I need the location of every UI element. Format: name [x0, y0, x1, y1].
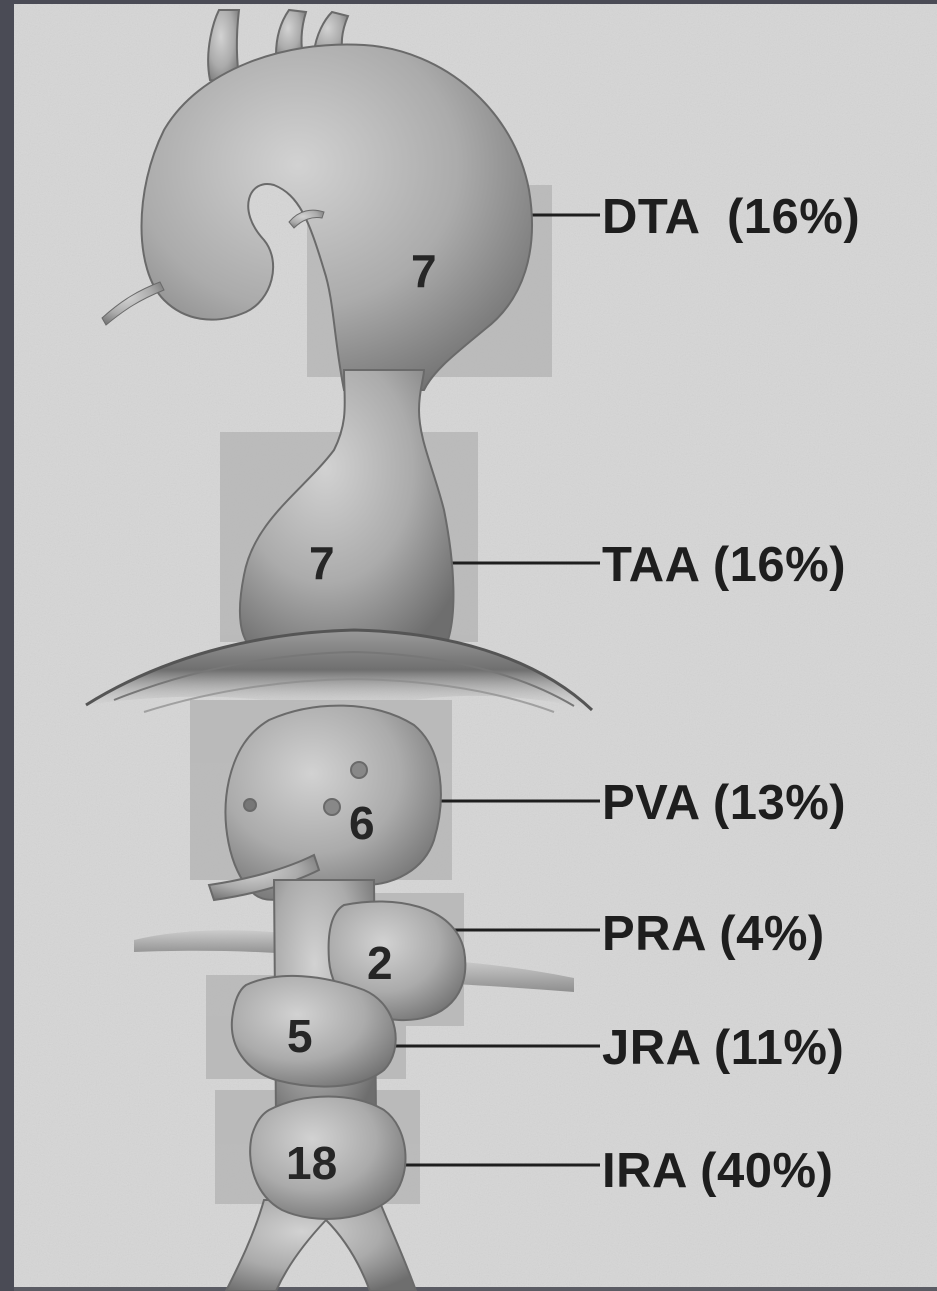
- label-pva: PVA (13%): [602, 779, 846, 828]
- label-pra: PRA (4%): [602, 910, 825, 959]
- vessel-stub-3: [244, 799, 256, 811]
- vessel-stub-1: [351, 762, 367, 778]
- label-ira: IRA (40%): [602, 1147, 833, 1196]
- count-dta: 7: [411, 248, 437, 294]
- count-jra: 5: [287, 1013, 313, 1059]
- count-pra: 2: [367, 940, 393, 986]
- vessel-stub-2: [324, 799, 340, 815]
- count-pva: 6: [349, 800, 375, 846]
- count-ira: 18: [286, 1140, 337, 1186]
- label-dta: DTA (16%): [602, 193, 860, 242]
- juxtarenal-bulge: [232, 976, 396, 1087]
- bottom-frame: [14, 1287, 937, 1291]
- count-taa: 7: [309, 540, 335, 586]
- aortic-aneurysm-diagram: 7 7 6 2 5 18 DTA (16%) TAA (16%) PVA (13…: [14, 0, 937, 1291]
- label-jra: JRA (11%): [602, 1024, 844, 1073]
- top-frame: [14, 0, 937, 4]
- label-taa: TAA (16%): [602, 541, 846, 590]
